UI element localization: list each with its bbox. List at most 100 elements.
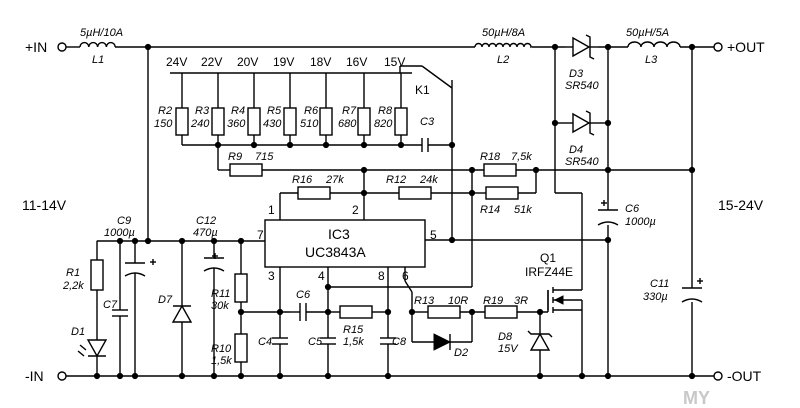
d2-name: D2 [454, 347, 468, 359]
r9-name: R9 [228, 151, 242, 163]
q1-name: Q1 [540, 251, 556, 265]
output-voltage-label: 15-24V [718, 197, 764, 213]
top-wiring [66, 46, 714, 376]
diode-d3: D3 SR540 [565, 34, 600, 92]
d8-name: D8 [498, 331, 513, 343]
l1-value: 5µH/10A [80, 27, 123, 39]
r6-name: R6 [304, 105, 319, 117]
r9-value: 715 [255, 151, 274, 163]
r2-value: 150 [154, 118, 173, 130]
in-pos-label: +IN [25, 39, 47, 55]
capacitor-c3: C3 [420, 116, 456, 152]
ground-rail [66, 372, 714, 380]
l3-name: L3 [645, 54, 658, 66]
r3-name: R3 [195, 105, 210, 117]
tap-20v: 20V [237, 55, 258, 69]
resistor-r9: R9 715 [217, 145, 484, 177]
resistor-r13: R13 10R [412, 295, 485, 319]
tap-22v: 22V [201, 55, 222, 69]
in-neg-terminal [57, 371, 67, 381]
transistor-q1: Q1 IRFZ44E [525, 251, 583, 376]
c11-value: 330µ [643, 291, 668, 303]
l1-name: L1 [92, 54, 104, 66]
r19-value: 3R [514, 295, 528, 307]
r19-name: R19 [483, 295, 503, 307]
c6-output-value: 1000µ [625, 216, 656, 228]
r7-name: R7 [342, 105, 357, 117]
r15-name: R15 [343, 324, 364, 336]
r15-value: 1,5k [343, 336, 364, 348]
d1-name: D1 [71, 326, 85, 338]
out-pos-label: +OUT [727, 39, 765, 55]
divider-ladder: R2 150 R3 240 R4 360 R5 430 R6 510 R7 68… [154, 73, 422, 149]
resistor-r1: R1 2,2k [62, 241, 104, 340]
ic3-pin-7: 7 [257, 228, 264, 242]
out-neg-terminal [713, 371, 723, 381]
ic3-name: IC3 [328, 226, 350, 242]
ic3-chip: IC3 UC3843A 1 2 3 4 5 7 8 6 [257, 203, 437, 283]
r18-value: 7,5k [511, 151, 532, 163]
capacitor-c4: C4 [258, 336, 288, 376]
r10-name: R10 [211, 343, 232, 355]
ic3-wiring [144, 236, 612, 342]
capacitor-c9: C9 1000µ [104, 215, 156, 376]
tap-18v: 18V [310, 55, 331, 69]
tap-24v: 24V [166, 55, 187, 69]
c9-value: 1000µ [104, 227, 135, 239]
r13-value: 10R [448, 295, 468, 307]
r4-name: R4 [231, 105, 245, 117]
d4-value: SR540 [565, 156, 600, 168]
resistor-r16: R16 27k [279, 166, 399, 220]
c5-name: C5 [308, 336, 323, 348]
ic3-pin-5: 5 [430, 228, 437, 242]
r3-value: 240 [190, 118, 210, 130]
c8-name: C8 [392, 336, 407, 348]
c6-timing-name: C6 [296, 289, 311, 301]
d8-value: 15V [498, 343, 519, 355]
r12-value: 24k [419, 174, 438, 186]
r1-name: R1 [66, 267, 80, 279]
r12-name: R12 [386, 174, 406, 186]
capacitor-c7: C7 [103, 237, 128, 376]
out-neg-label: -OUT [727, 368, 762, 384]
ic3-pin-8: 8 [378, 269, 385, 283]
l2-name: L2 [497, 54, 509, 66]
resistor-r11: R11 30k [211, 241, 248, 334]
q1-part: IRFZ44E [525, 265, 573, 279]
d3-name: D3 [569, 68, 584, 80]
ic3-pin-4: 4 [318, 269, 325, 283]
inductor-l1: 5µH/10A L1 [79, 27, 123, 66]
diode-d8: D8 15V [498, 312, 553, 376]
c9-name: C9 [117, 215, 131, 227]
c7-name: C7 [103, 299, 118, 311]
c12-name: C12 [196, 215, 216, 227]
resistor-r15: R15 1,5k [328, 305, 388, 348]
r14-name: R14 [480, 204, 500, 216]
ic3-pin-2: 2 [352, 203, 359, 217]
tap-15v: 15V [384, 55, 405, 69]
capacitor-c5: C5 [308, 336, 336, 376]
c3-name: C3 [420, 116, 435, 128]
capacitor-c12: C12 470µ [193, 215, 225, 376]
resistor-r12: R12 24k [386, 174, 472, 200]
r18-name: R18 [480, 151, 501, 163]
switch-k1: K1 [399, 65, 453, 240]
voltage-taps: 24V 22V 20V 19V 18V 16V 15V [166, 55, 405, 69]
ic3-part: UC3843A [305, 244, 366, 260]
r14-value: 51k [514, 204, 532, 216]
r11-value: 30k [211, 300, 229, 312]
watermark: MY [683, 388, 710, 408]
diode-d4: D4 SR540 [565, 110, 600, 168]
d3-value: SR540 [565, 80, 600, 92]
in-neg-label: -IN [25, 368, 44, 384]
r13-name: R13 [414, 295, 435, 307]
c4-name: C4 [258, 336, 272, 348]
out-pos-terminal [713, 42, 723, 52]
capacitor-c6-output: C6 1000µ [597, 200, 656, 228]
diode-d2: D2 [412, 312, 473, 359]
in-pos-terminal [57, 42, 67, 52]
capacitor-c8: C8 [380, 336, 407, 376]
c12-value: 470µ [193, 227, 218, 239]
r8-name: R8 [378, 105, 393, 117]
